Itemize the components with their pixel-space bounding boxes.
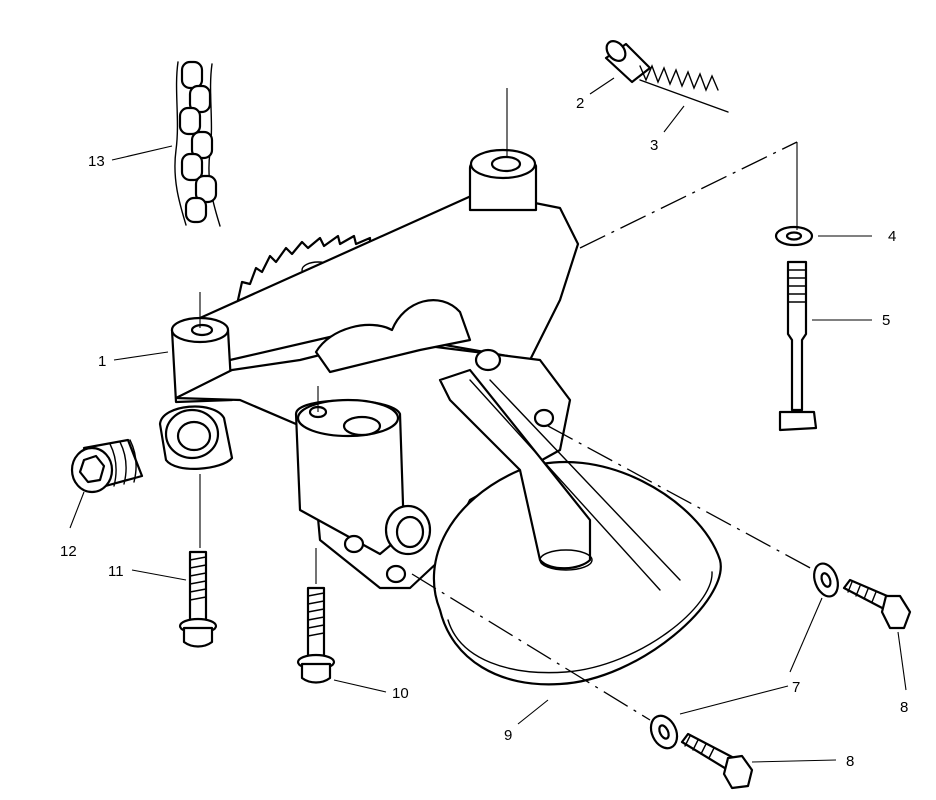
oil-strainer	[432, 368, 722, 686]
callout-10: 10	[392, 685, 409, 702]
drive-chain	[174, 60, 221, 227]
callout-2: 2	[576, 95, 584, 112]
short-bolt-upper	[842, 578, 912, 630]
callout-12: 12	[60, 543, 77, 560]
washer-lower	[649, 714, 679, 750]
callout-4: 4	[888, 228, 896, 245]
callout-13: 13	[88, 153, 105, 170]
flanged-bolt-center	[296, 586, 336, 684]
relief-valve-spring	[639, 64, 729, 113]
center-lines	[199, 88, 815, 721]
washer	[774, 225, 814, 247]
leader-lines	[69, 77, 907, 763]
flanged-bolt-left	[178, 550, 218, 648]
callout-9: 9	[504, 727, 512, 744]
callout-3: 3	[650, 137, 658, 154]
callout-8-upper: 8	[900, 699, 908, 716]
relief-valve-plunger	[604, 40, 652, 84]
callout-7-upper: 7	[792, 679, 800, 696]
callout-11: 11	[108, 563, 124, 580]
short-bolt-lower	[680, 732, 754, 790]
callout-5: 5	[882, 312, 890, 329]
callout-8-lower: 8	[846, 753, 854, 770]
callout-1: 1	[98, 353, 106, 370]
long-bolt	[778, 260, 818, 432]
plug	[70, 438, 144, 494]
callout-labels: 1 2 3 4 5 7 7 8 8 9 10 11 12 13	[60, 95, 908, 770]
washer-upper	[813, 562, 839, 598]
